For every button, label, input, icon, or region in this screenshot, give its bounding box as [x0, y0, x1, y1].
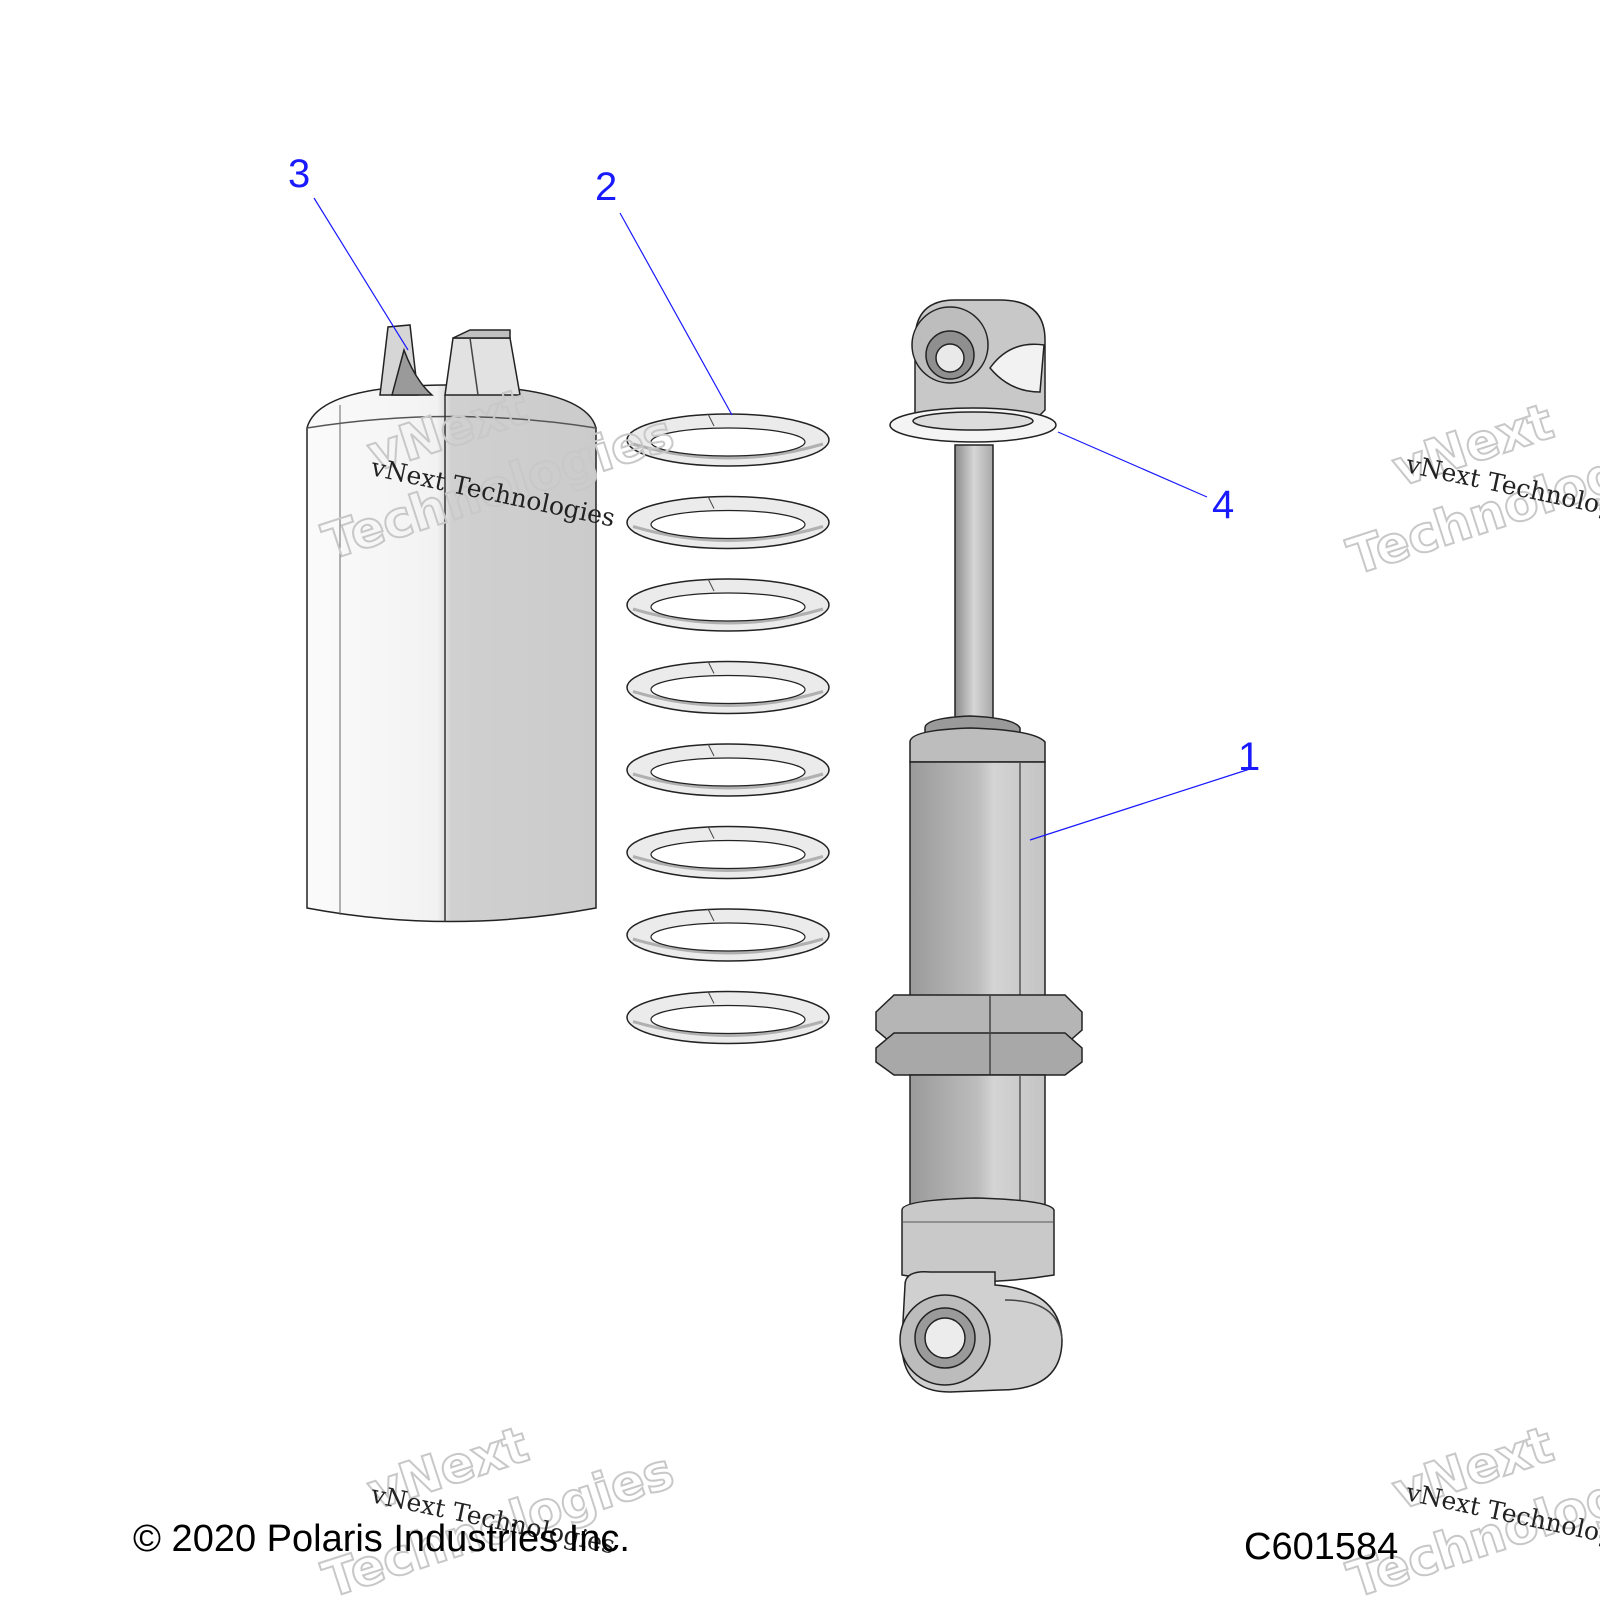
spring-coil [626, 990, 830, 1045]
spring-coil [626, 743, 830, 797]
leader-line-2 [619, 212, 733, 416]
spring-part [626, 413, 830, 1045]
callout-4: 4 [1212, 483, 1234, 527]
spring-coil [626, 908, 830, 962]
spring-coil [626, 825, 830, 880]
watermark-group: vNext Technologies [315, 1414, 682, 1600]
boot-cover-part [306, 324, 597, 923]
copyright-text: © 2020 Polaris Industries Inc. [133, 1518, 630, 1560]
shock-body-part [875, 299, 1083, 1393]
figure-code: C601584 [1244, 1526, 1399, 1568]
leader-line-3 [313, 197, 409, 351]
callout-1: 1 [1238, 735, 1260, 779]
leader-line-4 [1057, 431, 1208, 498]
callout-2: 2 [595, 165, 617, 209]
spring-coil [626, 413, 830, 467]
spring-coil [626, 660, 830, 715]
callouts [313, 197, 1254, 841]
spring-coil [626, 578, 830, 632]
leader-line-1 [1029, 767, 1254, 841]
callout-3: 3 [288, 152, 310, 196]
spring-coil [626, 495, 830, 550]
